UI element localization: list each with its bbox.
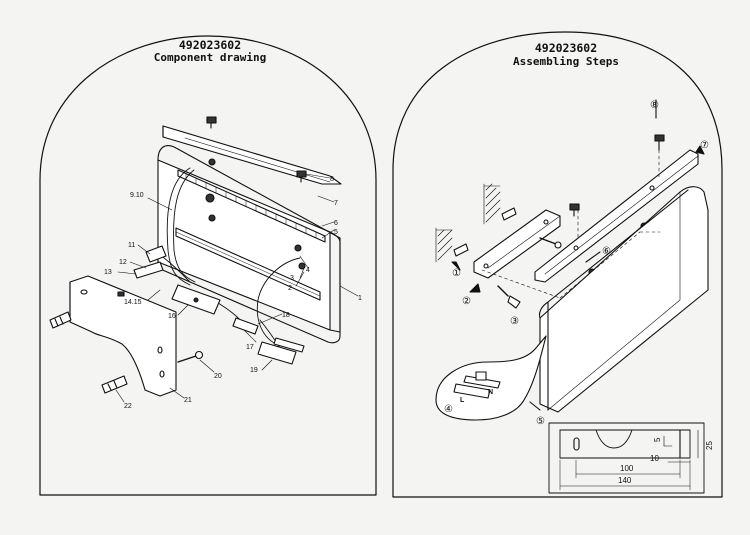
callout-1: 1 (358, 295, 362, 302)
right-panel-frame (392, 31, 723, 498)
assembly-top-plate (534, 149, 699, 283)
callout-13: 13 (104, 269, 112, 276)
callout-14-15: 14.15 (124, 299, 142, 306)
callout-11: 11 (128, 242, 135, 249)
step-6: ⑥ (602, 246, 611, 257)
mains-terminal (257, 337, 305, 365)
step-1: ① (452, 268, 461, 279)
dim-100: 100 (620, 464, 634, 473)
right-model-number: 492023602 (534, 41, 598, 55)
dashed-guides (481, 149, 661, 299)
callout-21: 21 (184, 397, 192, 404)
step-3: ③ (510, 316, 519, 327)
wiring-detail-bubble (435, 335, 547, 421)
wire-connector (133, 261, 164, 279)
wall-hatch (435, 183, 501, 263)
terminal-block (145, 245, 167, 263)
step-7: ⑦ (700, 140, 709, 151)
callout-12: 12 (119, 259, 127, 266)
callout-5: 5 (334, 229, 338, 236)
dim-5: 5 (653, 437, 662, 442)
callout-19: 19 (250, 367, 258, 374)
callout-4: 4 (306, 267, 310, 274)
left-title: Component drawing (153, 51, 267, 64)
callout-3: 3 (290, 275, 294, 282)
lamp-body (157, 145, 341, 344)
left-panel-frame (39, 35, 377, 496)
dimension-drawing (548, 422, 705, 494)
leader-lines (115, 173, 359, 403)
step-arrows (451, 99, 705, 411)
long-screw (177, 350, 204, 363)
left-callouts: 1 2 3 4 5 6 7 8 9.10 11 12 13 14.15 16 1… (104, 176, 362, 410)
right-steps: ① ② ③ ④ ⑤ ⑥ ⑦ ⑧ (444, 100, 709, 427)
callout-8: 8 (330, 176, 334, 183)
dim-140: 140 (618, 476, 632, 485)
wall-plug-upper (49, 311, 72, 329)
callout-2: 2 (288, 285, 292, 292)
callout-6: 6 (334, 220, 338, 227)
dim-10: 10 (650, 454, 659, 463)
callout-7: 7 (334, 200, 338, 207)
wire-label-l: L (460, 397, 465, 404)
step-8: ⑧ (650, 100, 659, 111)
assembly-lamp-body (538, 186, 709, 413)
callout-22: 22 (124, 403, 132, 410)
assembly-bracket (473, 209, 561, 279)
wire-labels: N L (460, 389, 493, 404)
step-2: ② (462, 296, 471, 307)
plate-screw (117, 291, 125, 297)
dimension-labels: 100 140 10 5 25 (618, 437, 714, 485)
step-5: ⑤ (536, 416, 545, 427)
callout-18: 18 (282, 312, 290, 319)
callout-20: 20 (214, 373, 222, 380)
inner-screws (205, 158, 306, 270)
assembly-plugs (453, 207, 517, 257)
dim-25: 25 (705, 441, 714, 450)
callout-9-10: 9.10 (130, 192, 144, 199)
cable-sleeve (232, 317, 259, 335)
wall-plug-lower (101, 375, 128, 394)
wall-mounting-plate (69, 275, 177, 397)
callout-17: 17 (246, 344, 254, 351)
left-model-number: 492023602 (178, 38, 242, 52)
step-4: ④ (444, 404, 453, 415)
right-title: Assembling Steps (513, 55, 619, 68)
callout-16: 16 (168, 313, 176, 320)
wire-label-n: N (488, 389, 493, 396)
led-driver (171, 284, 221, 315)
